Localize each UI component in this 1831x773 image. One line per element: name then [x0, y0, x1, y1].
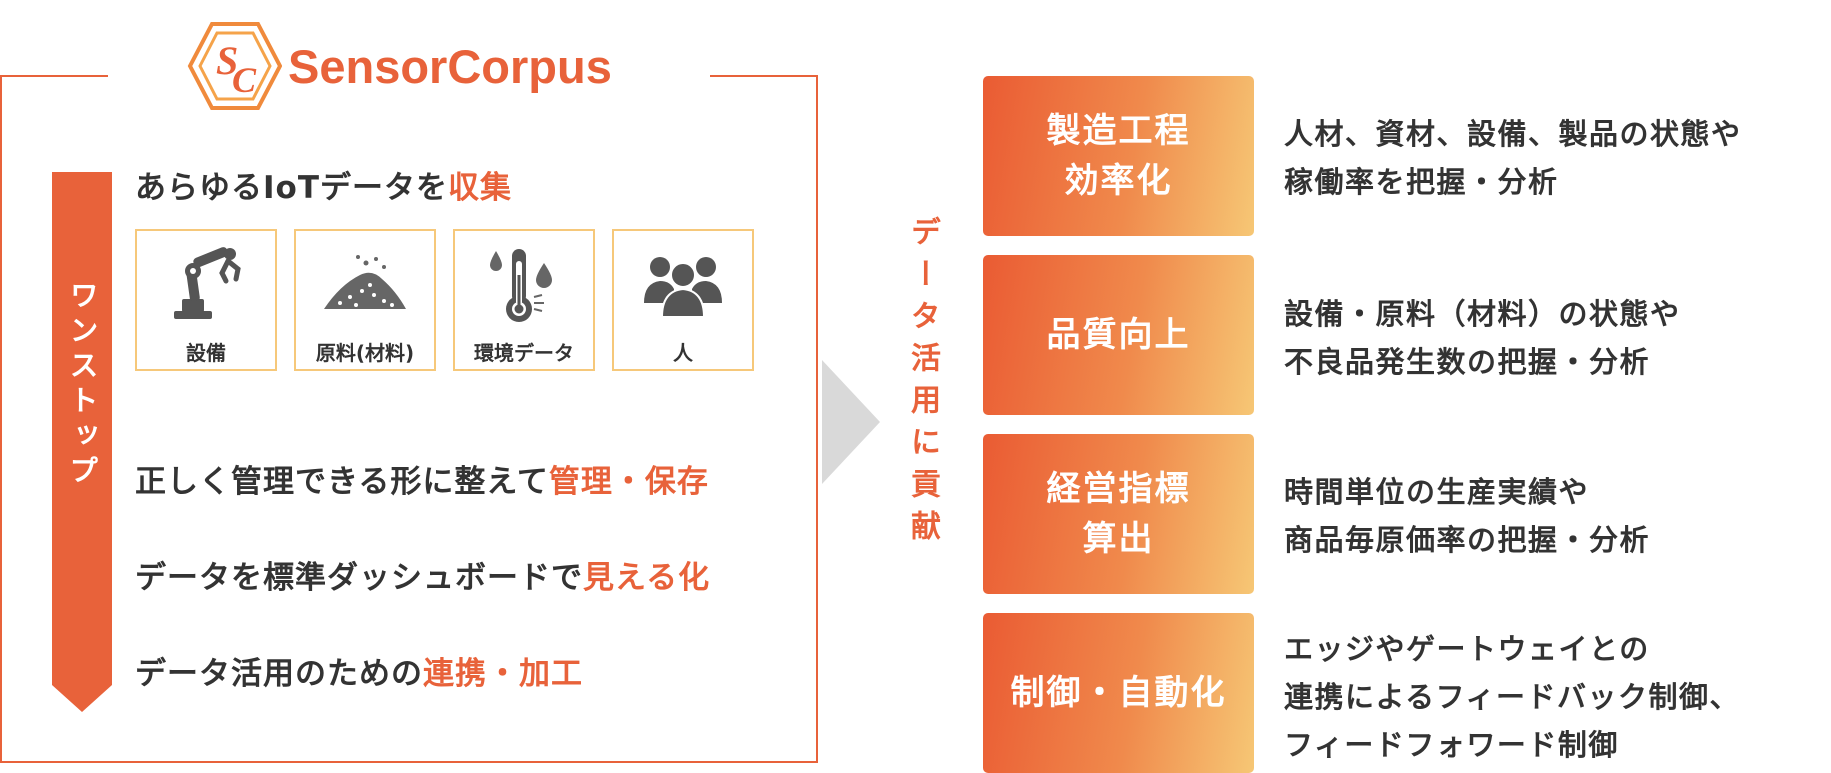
frame-left: [0, 75, 2, 763]
outcome-title-line: 経営指標: [1046, 469, 1191, 509]
outcome-desc-line: フィードフォワード制御: [1284, 728, 1619, 762]
brand-name: SensorCorpus: [288, 39, 612, 93]
outcome-desc-line: 商品毎原価率の把握・分析: [1284, 523, 1651, 557]
outcome-desc-line: 稼働率を把握・分析: [1284, 165, 1559, 199]
onestop-arrow: ワンストップ: [52, 172, 112, 712]
frame-right: [816, 75, 818, 763]
people-icon: [644, 257, 722, 318]
data-source-material: 原料(材料): [294, 229, 436, 371]
data-source-equipment: 設備: [135, 229, 277, 371]
outcome-box-efficiency: 製造工程効率化: [983, 76, 1254, 236]
outcome-description: エッジやゲートウェイとの連携によるフィードバック制御、フィードフォワード制御: [1284, 625, 1740, 769]
outcome-box-management-index: 経営指標算出: [983, 434, 1254, 594]
outcome-box-control: 制御・自動化: [983, 613, 1254, 773]
outcome-description: 設備・原料（材料）の状態や不良品発生数の把握・分析: [1284, 290, 1681, 386]
contribution-label: データ活用に貢献: [905, 216, 940, 552]
step-text: 正しく管理できる形に整えて: [135, 464, 549, 500]
svg-text:S: S: [216, 38, 238, 83]
frame-top-right: [710, 75, 818, 77]
frame-bottom: [0, 761, 818, 763]
outcome-desc-line: 時間単位の生産実績や: [1284, 475, 1590, 509]
outcome-title-line: 制御・自動化: [1010, 673, 1227, 713]
onestop-label: ワンストップ: [65, 280, 99, 490]
step-row: 正しく管理できる形に整えて管理・保存: [135, 456, 709, 501]
step-highlight: 管理・保存: [548, 464, 709, 500]
outcome-title-line: 算出: [1082, 519, 1155, 559]
thermometer-icon: [490, 249, 552, 322]
data-source-people: 人: [612, 229, 754, 371]
robot-arm-icon: [174, 247, 241, 319]
step-text: データ活用のための: [135, 656, 423, 692]
outcome-title-line: 製造工程: [1046, 111, 1191, 151]
outcome-description: 時間単位の生産実績や商品毎原価率の把握・分析: [1284, 468, 1650, 564]
powder-pile-icon: [324, 255, 406, 309]
svg-text:C: C: [232, 60, 257, 100]
flow-arrow: [822, 360, 880, 484]
outcome-desc-line: 人材、資材、設備、製品の状態や: [1284, 117, 1742, 151]
step-highlight: 見える化: [583, 560, 711, 596]
brand-logo: S C SensorCorpus: [186, 20, 612, 112]
frame-top-left: [0, 75, 108, 77]
data-source-environment: 環境データ: [453, 229, 595, 371]
outcome-desc-line: エッジやゲートウェイとの: [1284, 632, 1650, 666]
step-highlight: 連携・加工: [423, 656, 583, 692]
outcome-title-line: 効率化: [1064, 161, 1173, 201]
data-source-label: 人: [673, 341, 693, 365]
outcome-box-quality: 品質向上: [983, 255, 1254, 415]
outcome-desc-line: 不良品発生数の把握・分析: [1284, 345, 1651, 379]
collect-text: あらゆるIoTデータを収集: [135, 162, 512, 207]
step-text: データを標準ダッシュボードで: [135, 560, 583, 596]
collect-highlight: 収集: [447, 170, 512, 206]
outcome-description: 人材、資材、設備、製品の状態や稼働率を把握・分析: [1284, 110, 1742, 206]
outcome-desc-line: 設備・原料（材料）の状態や: [1284, 297, 1681, 331]
outcome-desc-line: 連携によるフィードバック制御、: [1284, 680, 1741, 714]
step-row: データを標準ダッシュボードで見える化: [135, 552, 710, 597]
outcome-title-line: 品質向上: [1046, 315, 1191, 355]
collect-text-main: あらゆるIoTデータを: [135, 170, 448, 206]
data-source-label: 設備: [186, 341, 226, 365]
sc-hexagon-logo-icon: S C: [187, 22, 282, 110]
data-source-label: 原料(材料): [315, 341, 415, 365]
step-row: データ活用のための連携・加工: [135, 648, 583, 693]
data-source-label: 環境データ: [474, 341, 574, 365]
